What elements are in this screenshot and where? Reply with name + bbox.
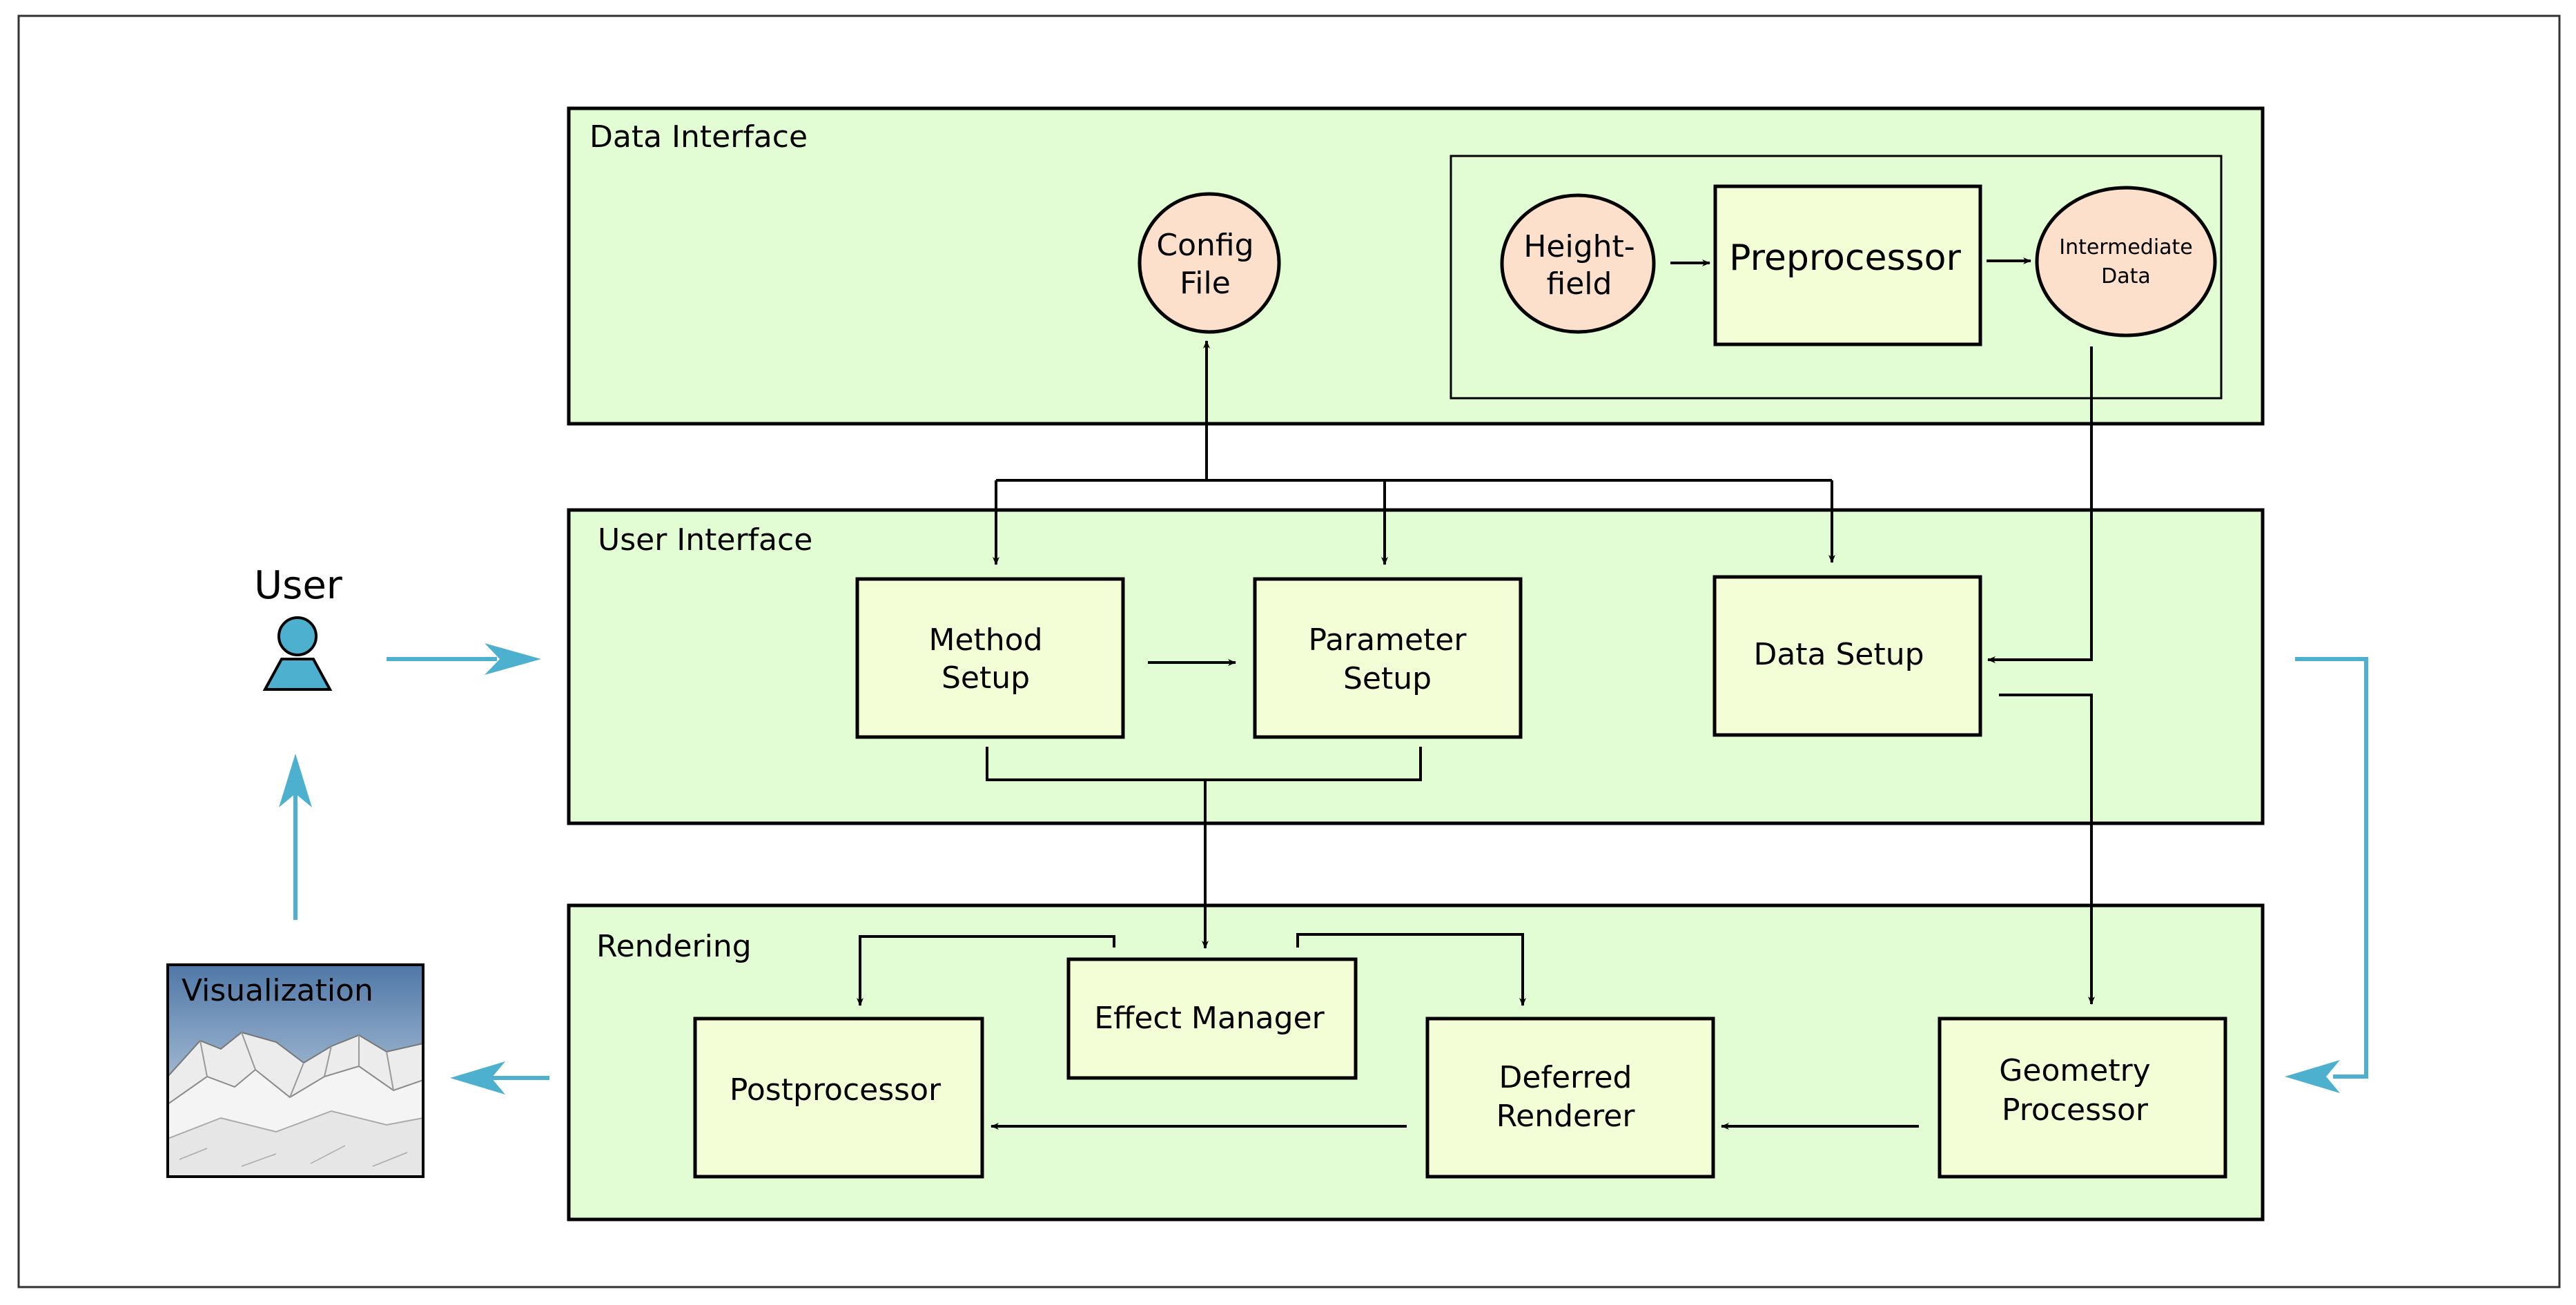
arrow-rendering-to-visualization-head [450,1061,505,1095]
arrow-ui-to-rendering-head [2285,1060,2340,1093]
postprocessor-label: Postprocessor [730,1072,941,1108]
arrow-visualization-to-user-head [279,754,312,807]
data-setup-label: Data Setup [1753,637,1924,672]
rendering-panel: Rendering Effect Manager Postprocessor D… [567,903,2265,1221]
config-file-node: Config File [1138,192,1281,334]
preprocessor-box: Preprocessor [1713,184,1982,346]
user-label: User [254,563,343,608]
parameter-setup-label-2: Setup [1343,661,1432,696]
data-setup-box: Data Setup [1713,575,1982,737]
user-flow-arrows [279,643,2368,1095]
intermediate-data-label-1: Intermediate [2059,235,2193,259]
intermediate-data-node: Intermediate Data [2035,186,2217,337]
user-interface-panel: User Interface Method Setup Parameter Se… [567,508,2265,825]
effect-manager-box: Effect Manager [1066,957,1358,1080]
heightfield-label-1: Height- [1523,229,1635,264]
data-interface-title: Data Interface [589,119,808,155]
deferred-renderer-box: Deferred Renderer [1425,1017,1715,1179]
rendering-title: Rendering [596,929,752,964]
method-setup-label-1: Method [928,622,1042,658]
method-setup-box: Method Setup [855,577,1125,739]
arrow-ui-to-rendering [2295,657,2368,1079]
geometry-processor-box: Geometry Processor [1938,1017,2227,1179]
preprocessing-group [1450,155,2223,400]
preprocessor-label: Preprocessor [1729,237,1961,279]
method-setup-label-2: Setup [941,660,1030,696]
person-icon [262,616,333,691]
heightfield-label-2: field [1547,266,1612,302]
user-actor: User [254,563,343,691]
config-file-label-2: File [1180,266,1231,301]
postprocessor-box: Postprocessor [693,1017,984,1179]
heightfield-node: Height- field [1500,193,1656,334]
arrow-user-to-ui-head [485,643,541,675]
arrow-effect-to-deferred [1296,933,1526,1006]
visualization-panel: Visualization [166,963,425,1178]
data-interface-panel: Data Interface Config File Height- field… [567,106,2265,426]
mountain-landscape-image [167,1031,424,1177]
visualization-label: Visualization [182,973,373,1008]
arrow-intermediate-to-data-setup [1987,346,2093,663]
geometry-processor-label-2: Processor [2002,1092,2149,1128]
parameter-setup-box: Parameter Setup [1253,577,1523,739]
arrow-data-setup-to-geometry [1999,694,2095,1005]
effect-manager-label: Effect Manager [1094,1001,1325,1036]
config-file-label-1: Config [1156,228,1253,263]
geometry-processor-label-1: Geometry [1999,1053,2150,1088]
user-interface-title: User Interface [598,522,812,558]
deferred-renderer-label-2: Renderer [1496,1099,1636,1134]
intermediate-data-label-2: Data [2101,264,2151,288]
parameter-setup-label-1: Parameter [1309,622,1467,658]
deferred-renderer-label-1: Deferred [1499,1060,1632,1095]
arrow-effect-to-postprocessor [857,935,1115,1006]
